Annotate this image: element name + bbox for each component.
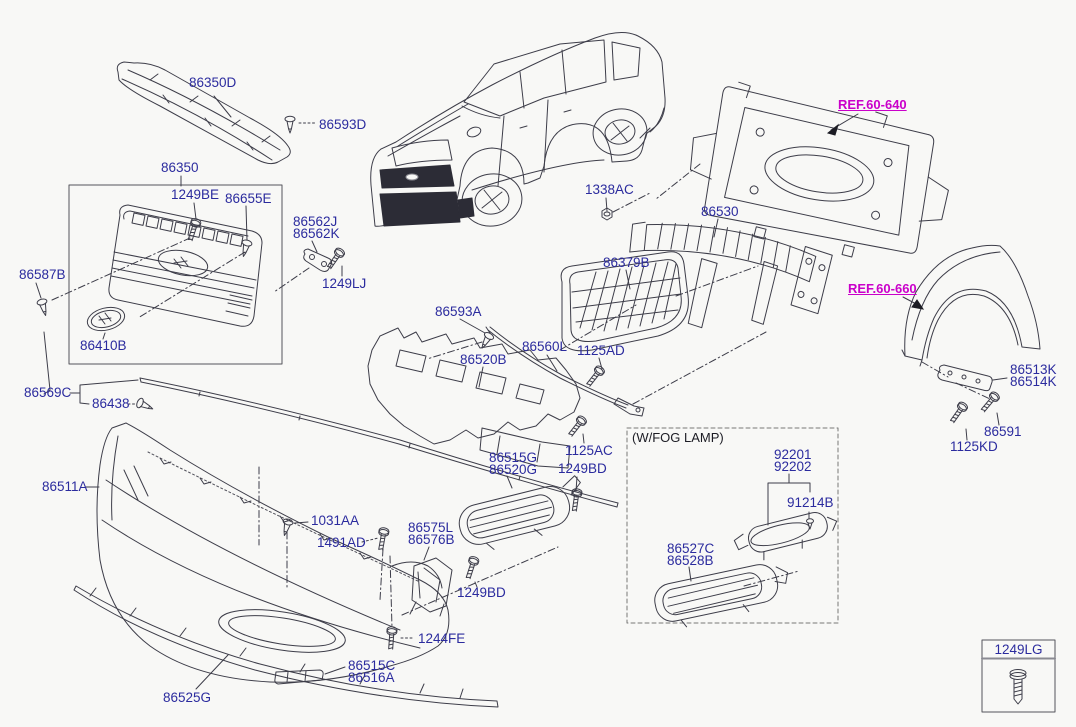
bolt-1125ad <box>583 363 607 389</box>
part-label-91214b[interactable]: 91214B <box>787 495 834 510</box>
bolt-1491ad <box>375 526 390 552</box>
bumper-cover-86511a <box>96 422 450 683</box>
fog-lamp-box-title: (W/FOG LAMP) <box>632 430 724 445</box>
part-label-86530[interactable]: 86530 <box>701 204 739 219</box>
part-label-86520b[interactable]: 86520B <box>460 352 507 367</box>
bolt-1244fe <box>385 625 398 650</box>
part-label-92201[interactable]: 92201 <box>774 447 812 462</box>
bumper-moulding-strip-86569c <box>139 377 619 508</box>
part-label-86350[interactable]: 86350 <box>161 160 199 175</box>
ref-link-60-660[interactable]: REF.60-660 <box>848 281 917 296</box>
part-label-86593d[interactable]: 86593D <box>319 117 367 132</box>
legend-part-label-1249lg[interactable]: 1249LG <box>994 642 1043 657</box>
bolt-86591 <box>978 389 1002 415</box>
part-label-86514k[interactable]: 86514K <box>1010 374 1057 389</box>
part-label-86576b[interactable]: 86576B <box>408 532 455 547</box>
radiator-support-ref-60-640 <box>689 81 949 258</box>
part-label-86515c[interactable]: 86515C <box>348 658 396 673</box>
clip-86438 <box>134 396 156 414</box>
part-label-86569c[interactable]: 86569C <box>24 385 72 400</box>
part-label-86591[interactable]: 86591 <box>984 424 1022 439</box>
grille-assembly-box <box>68 184 283 365</box>
energy-absorber-86520b <box>367 327 581 469</box>
bumper-stay-rod-86560l <box>485 326 645 417</box>
fog-cover-blank-86515c <box>274 669 324 685</box>
hyundai-emblem-86410b <box>86 306 126 332</box>
part-label-1249bd-lower[interactable]: 1249BD <box>457 585 506 600</box>
ref-link-60-640[interactable]: REF.60-640 <box>838 97 907 112</box>
part-label-86562k[interactable]: 86562K <box>293 226 340 241</box>
screw-1249lg-icon <box>1009 669 1027 705</box>
legend-box-1249lg <box>981 639 1056 713</box>
bolt-1249be <box>184 216 203 243</box>
screw-86593d <box>284 115 296 134</box>
part-label-1249be[interactable]: 1249BE <box>171 187 220 202</box>
lower-moulding-86525g <box>73 585 499 708</box>
fog-lamp-92201 <box>733 512 838 561</box>
part-label-1031aa[interactable]: 1031AA <box>311 513 360 528</box>
part-label-86515g[interactable]: 86515G <box>489 450 538 465</box>
fog-bezel-86527c <box>654 564 789 628</box>
front-fender-ref-60-660 <box>901 244 1041 367</box>
part-label-1125ac[interactable]: 1125AC <box>565 443 613 458</box>
part-label-86516a[interactable]: 86516A <box>348 670 395 685</box>
part-label-92202[interactable]: 92202 <box>774 459 812 474</box>
fender-bracket-86513k <box>937 364 993 392</box>
part-label-86593a[interactable]: 86593A <box>435 304 482 319</box>
part-label-86587b[interactable]: 86587B <box>19 267 66 282</box>
fog-lamp-option-box <box>626 427 839 624</box>
bracket-86575l <box>409 557 453 617</box>
part-label-86438[interactable]: 86438 <box>92 396 130 411</box>
part-label-86527c[interactable]: 86527C <box>667 541 715 556</box>
fog-lamp-bezel-86515g <box>458 475 581 550</box>
center-grille-86379b <box>560 251 689 352</box>
part-label-86575l[interactable]: 86575L <box>408 520 454 535</box>
clip-86587b <box>35 297 51 395</box>
ref-arrows <box>826 113 925 310</box>
construction-lines <box>51 163 991 629</box>
part-label-1491ad[interactable]: 1491AD <box>317 535 366 550</box>
part-label-86379b[interactable]: 86379B <box>603 255 650 270</box>
part-label-86528b[interactable]: 86528B <box>667 553 714 568</box>
leader-lines <box>35 95 1008 690</box>
part-label-1244fe[interactable]: 1244FE <box>418 631 466 646</box>
bolt-1125kd <box>947 400 970 425</box>
car-illustration <box>370 32 666 227</box>
part-label-1125kd[interactable]: 1125KD <box>950 439 998 454</box>
part-label-86655e[interactable]: 86655E <box>225 191 272 206</box>
part-label-86562j[interactable]: 86562J <box>293 214 338 229</box>
part-label-86511a[interactable]: 86511A <box>42 479 88 494</box>
part-label-86525g[interactable]: 86525G <box>163 690 212 705</box>
part-label-1249lj[interactable]: 1249LJ <box>322 276 367 291</box>
grille-upper-cover-86350d <box>116 61 291 165</box>
bolt-1249bd-lower <box>462 554 481 581</box>
bolt-1125ac <box>565 413 589 439</box>
part-label-86520g[interactable]: 86520G <box>489 462 538 477</box>
radiator-grille-86350 <box>108 204 263 327</box>
bracket-86562 <box>303 248 333 272</box>
bumper-reinforcement-86530 <box>629 221 833 329</box>
part-label-1338ac[interactable]: 1338AC <box>585 182 634 197</box>
dotted-leader-lines <box>127 122 415 639</box>
part-label-86350d[interactable]: 86350D <box>189 75 237 90</box>
part-label-86513k[interactable]: 86513K <box>1010 362 1057 377</box>
part-label-1125ad[interactable]: 1125AD <box>577 343 625 358</box>
part-label-86410b[interactable]: 86410B <box>80 338 127 353</box>
screw-91214b <box>806 518 814 530</box>
part-label-86560l[interactable]: 86560L <box>522 339 568 354</box>
part-label-1249bd-upper[interactable]: 1249BD <box>558 461 607 476</box>
